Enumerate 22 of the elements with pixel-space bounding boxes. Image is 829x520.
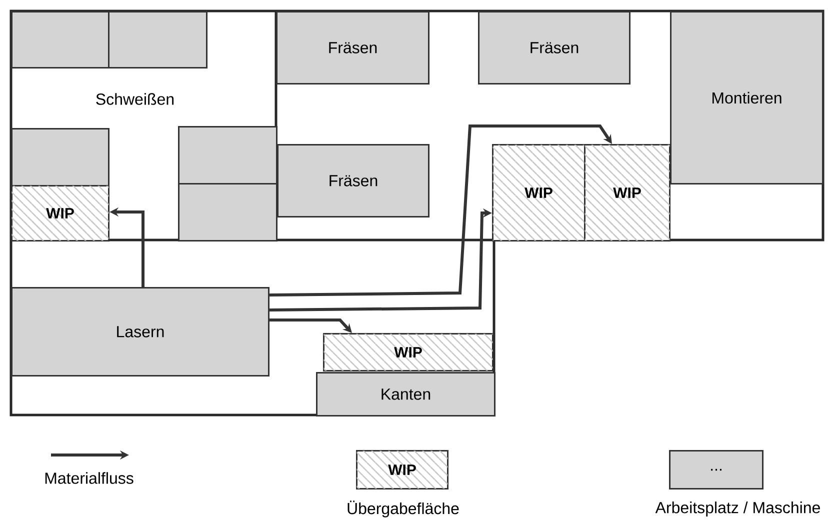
machine-box bbox=[11, 128, 110, 186]
transfer-area: WIP bbox=[46, 208, 74, 218]
machine-box bbox=[178, 126, 278, 184]
transfer-area: WIP bbox=[524, 188, 552, 198]
machine-box bbox=[178, 183, 278, 242]
area-label: Schweißen bbox=[96, 93, 174, 105]
legend-label: Arbeitsplatz / Maschine bbox=[655, 502, 820, 516]
machine-box bbox=[108, 11, 208, 68]
legend-swatch: WIP bbox=[388, 464, 416, 475]
legend-label: Materialfluss bbox=[45, 472, 134, 484]
arrow bbox=[270, 318, 352, 333]
arrow bbox=[269, 124, 612, 296]
machine-box: Montieren bbox=[670, 11, 824, 184]
transfer-area: WIP bbox=[394, 347, 422, 358]
machine-box: Kanten bbox=[316, 372, 496, 416]
machine-box bbox=[11, 11, 110, 68]
machine-box: Fräsen bbox=[478, 11, 630, 84]
machine-box: Lasern bbox=[11, 287, 270, 376]
transfer-area: WIP bbox=[613, 188, 641, 198]
machine-box: Fräsen bbox=[276, 11, 430, 84]
legend-label: Übergabefläche bbox=[348, 500, 459, 518]
machine-box: Fräsen bbox=[277, 144, 430, 218]
